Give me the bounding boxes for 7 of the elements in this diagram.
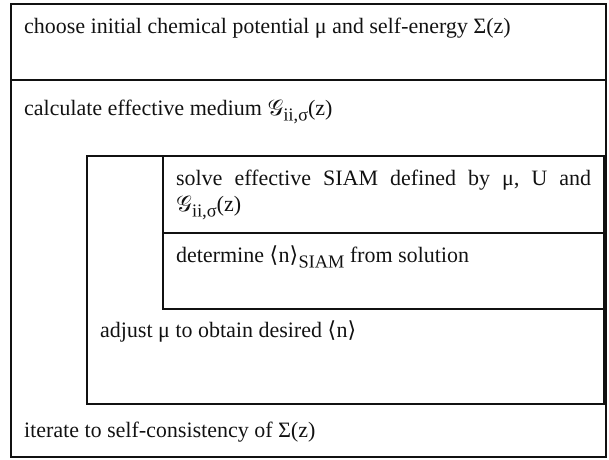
loop-box [10, 79, 607, 458]
process-box: choose initial chemical potential μ and self-energy Σ(z) [10, 3, 607, 81]
loop-condition-text: iterate to self-consistency of Σ(z) [24, 417, 316, 444]
loop-box [86, 155, 605, 405]
statement-text: calculate effective medium 𝒢$_{ii,σ}$(z) [12, 81, 605, 134]
process-box: determine ⟨n⟩$_{SIAM}$ from solution [162, 232, 605, 310]
loop-condition-text: adjust μ to obtain desired ⟨n⟩ [100, 317, 358, 344]
